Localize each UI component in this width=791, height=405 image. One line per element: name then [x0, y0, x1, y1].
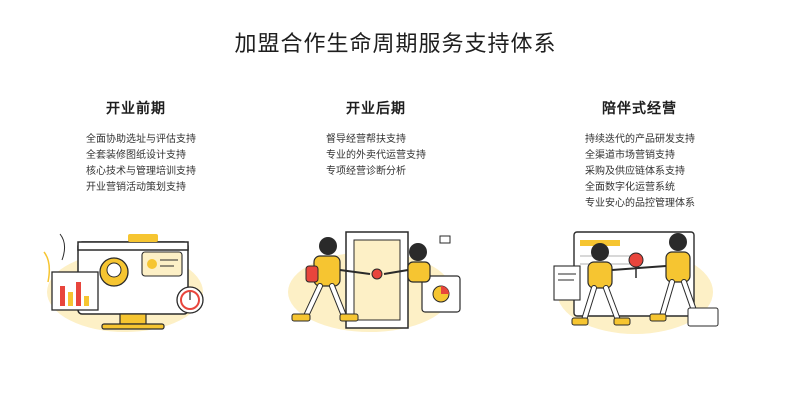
list-item: 专业安心的品控管理体系: [585, 198, 695, 209]
list-item: 核心技术与管理培训支持: [86, 166, 196, 177]
list-item: 采购及供应链体系支持: [585, 166, 685, 177]
column-pre-opening: 开业前期 全面协助选址与评估支持 全套装修图纸设计支持 核心技术与管理培训支持 …: [86, 98, 306, 196]
list-item: 持续迭代的产品研发支持: [585, 134, 695, 145]
list-item: 全面数字化运营系统: [585, 182, 675, 193]
list-item: 专业的外卖代运营支持: [326, 150, 426, 161]
feature-list: 持续迭代的产品研发支持 全渠道市场营销支持 采购及供应链体系支持 全面数字化运营…: [585, 132, 791, 212]
list-item: 专项经营诊断分析: [326, 166, 406, 177]
column-heading: 开业后期: [346, 101, 406, 117]
feature-list: 督导经营帮扶支持 专业的外卖代运营支持 专项经营诊断分析: [326, 132, 546, 180]
list-item: 全渠道市场营销支持: [585, 150, 675, 161]
column-heading: 开业前期: [106, 101, 166, 117]
partnership-illustration: [553, 231, 719, 334]
column-post-opening: 开业后期 督导经营帮扶支持 专业的外卖代运营支持 专项经营诊断分析: [326, 98, 546, 180]
support-handoff-illustration: [288, 231, 461, 332]
list-item: 开业营销活动策划支持: [86, 182, 186, 193]
page-title: 加盟合作生命周期服务支持体系: [234, 32, 557, 57]
column-heading: 陪伴式经营: [602, 101, 677, 117]
list-item: 全套装修图纸设计支持: [86, 150, 186, 161]
feature-list: 全面协助选址与评估支持 全套装修图纸设计支持 核心技术与管理培训支持 开业营销活…: [86, 132, 306, 196]
list-item: 督导经营帮扶支持: [326, 134, 406, 145]
column-companion-operation: 陪伴式经营 持续迭代的产品研发支持 全渠道市场营销支持 采购及供应链体系支持 全…: [585, 98, 791, 212]
dashboard-monitor-illustration: [43, 233, 204, 332]
list-item: 全面协助选址与评估支持: [86, 134, 196, 145]
